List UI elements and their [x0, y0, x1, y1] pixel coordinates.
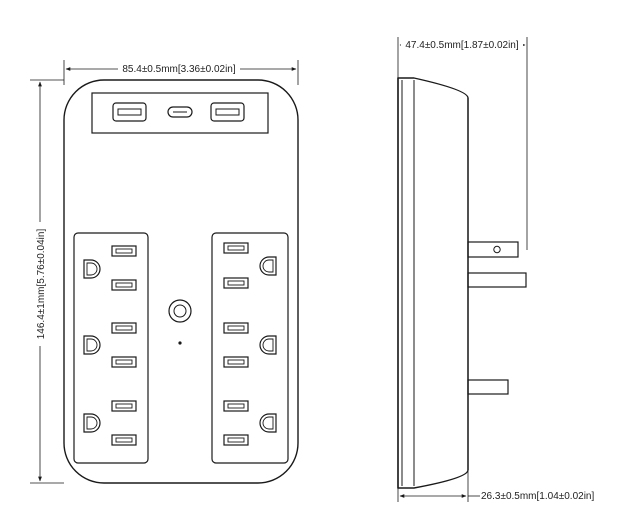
- ac-outlet-icon: [223, 400, 277, 446]
- base-depth-dimension: 26.3±0.5mm[1.04±0.02in]: [397, 470, 594, 502]
- left-outlet-panel: [73, 232, 149, 464]
- ac-outlet-icon: [223, 242, 277, 289]
- power-button-icon: [168, 299, 192, 323]
- device-front-body: [63, 79, 299, 484]
- wall-plug-prong-icon: [467, 241, 527, 395]
- usb-panel: [91, 92, 269, 134]
- usb-a-port-icon: [210, 102, 245, 122]
- width-label: 85.4±0.5mm[3.36±0.02in]: [122, 64, 235, 75]
- width-dimension: 85.4±0.5mm[3.36±0.02in]: [63, 60, 299, 85]
- right-outlet-panel: [211, 232, 289, 464]
- base-depth-label: 26.3±0.5mm[1.04±0.02in]: [481, 491, 594, 502]
- front-view: 85.4±0.5mm[3.36±0.02in] 146.4±1mm[5.76±0…: [30, 60, 299, 484]
- height-label: 146.4±1mm[5.76±0.04in]: [36, 229, 47, 340]
- ac-outlet-icon: [83, 245, 137, 291]
- height-dimension: 146.4±1mm[5.76±0.04in]: [30, 79, 64, 484]
- usb-a-port-icon: [112, 102, 147, 122]
- depth-label: 47.4±0.5mm[1.87±0.02in]: [405, 40, 518, 51]
- ac-outlet-icon: [83, 400, 137, 446]
- side-view: 47.4±0.5mm[1.87±0.02in] 26.3±0.5mm[1.04±…: [397, 37, 594, 502]
- ac-outlet-icon: [223, 322, 277, 368]
- ac-outlet-icon: [83, 322, 137, 368]
- indicator-light-icon: [178, 341, 182, 345]
- device-side-body: [397, 77, 469, 489]
- depth-dimension: 47.4±0.5mm[1.87±0.02in]: [397, 37, 528, 250]
- usb-c-port-icon: [167, 106, 193, 118]
